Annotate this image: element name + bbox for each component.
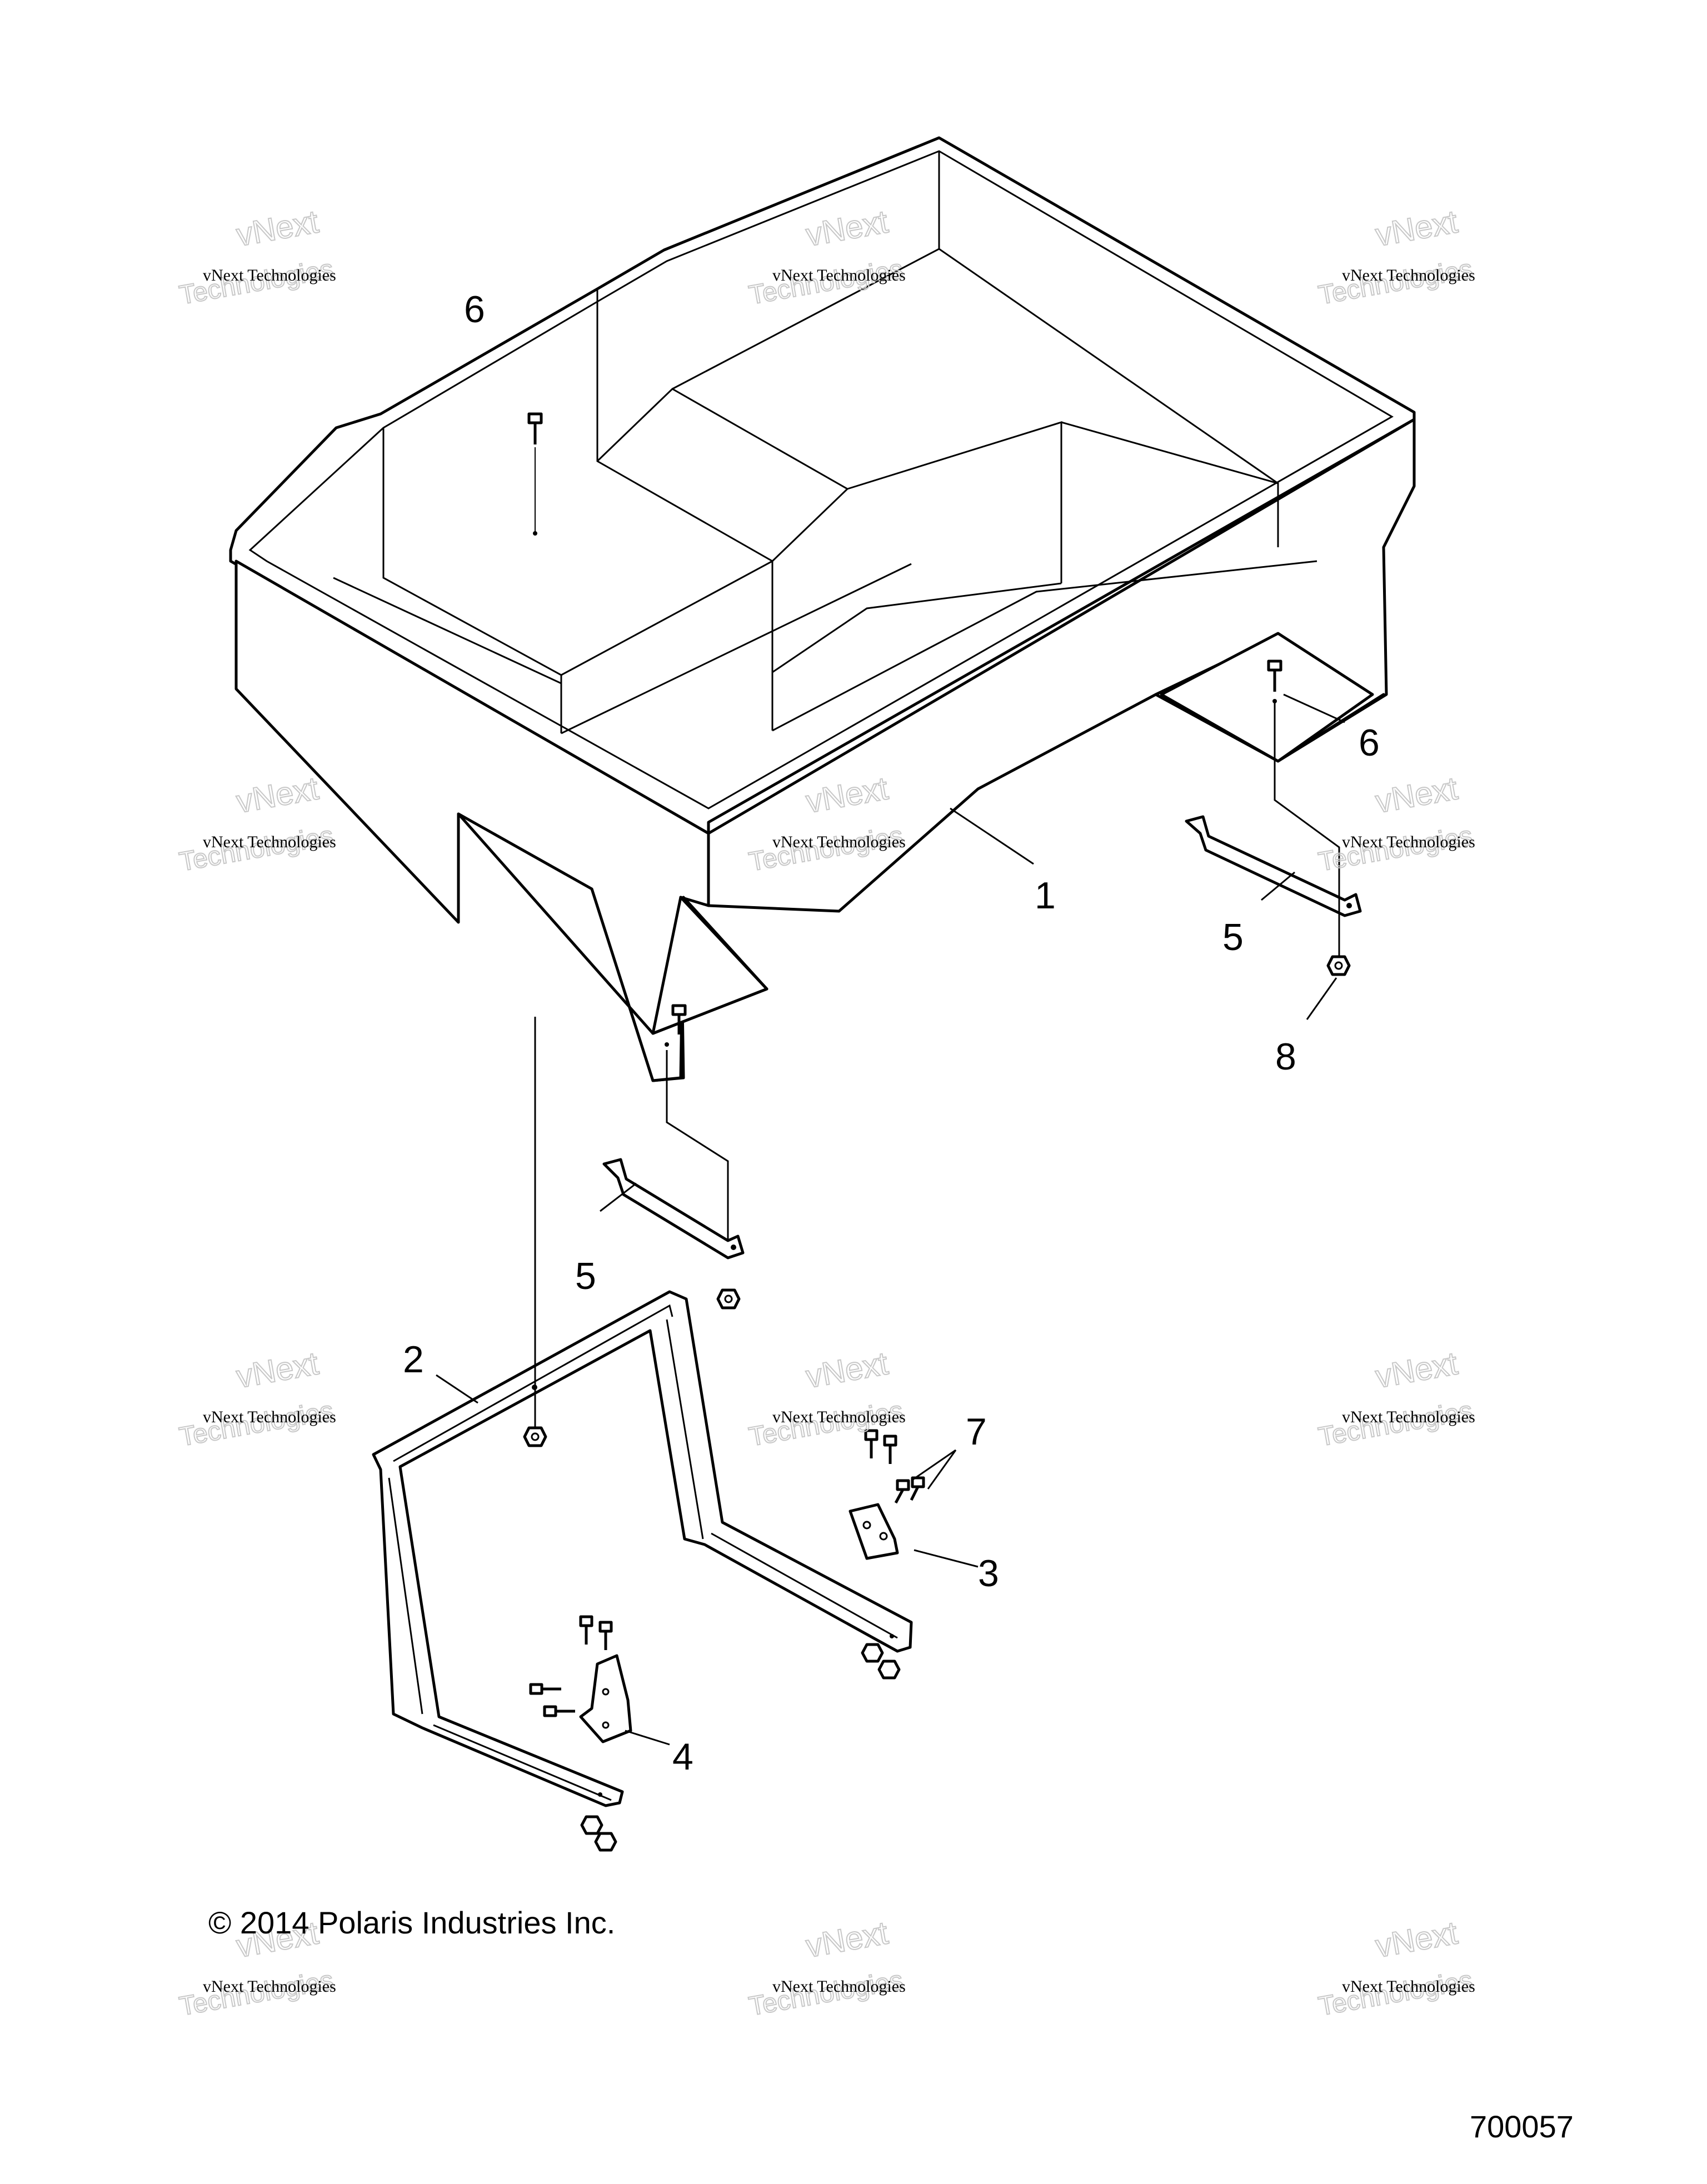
- watermark-brand: vNext: [234, 770, 321, 820]
- callout-2: 2: [403, 1338, 424, 1381]
- angle-bracket-4: [579, 1654, 632, 1743]
- bracket-5-right: [1185, 815, 1362, 917]
- watermark-text: vNext Technologies: [203, 266, 336, 284]
- figure-number: 700057: [1470, 2109, 1574, 2144]
- watermark-brand: vNext: [803, 1345, 891, 1395]
- watermark-brand: vNext: [234, 203, 321, 253]
- nut-frame-center: [523, 1426, 547, 1447]
- nuts-under-bracket: [580, 1815, 617, 1852]
- watermark-text: vNext Technologies: [772, 833, 906, 851]
- mount-plate-3: [848, 1503, 899, 1560]
- bolt-6-right: [1267, 659, 1282, 703]
- watermark-brand: vNext: [1373, 203, 1460, 253]
- callout-1: 1: [1035, 874, 1056, 917]
- cargo-box: [229, 136, 1416, 1082]
- watermark-brand: vNext: [234, 1345, 321, 1395]
- assembly-lines: [534, 703, 1340, 1428]
- bolt-6-upper: [527, 412, 543, 536]
- watermark-text: vNext Technologies: [203, 1977, 336, 1996]
- leader-lines: [436, 693, 1345, 1746]
- support-frame: [372, 1290, 913, 1807]
- nut-8: [1326, 955, 1351, 976]
- watermark-brand: vNext: [1373, 1345, 1460, 1395]
- callout-3: 3: [978, 1552, 999, 1595]
- watermark-text: vNext Technologies: [1342, 266, 1475, 284]
- watermark-text: vNext Technologies: [1342, 833, 1475, 851]
- watermark-text: vNext Technologies: [1342, 1408, 1475, 1426]
- watermark-brand: vNext: [1373, 770, 1460, 820]
- watermark-brand: vNext: [1373, 1915, 1460, 1965]
- bolts-4: [529, 1615, 613, 1717]
- watermark-text: vNext Technologies: [772, 1977, 906, 1996]
- nuts-under-plate: [861, 1643, 901, 1680]
- watermark-text: vNext Technologies: [203, 833, 336, 851]
- callout-5-right: 5: [1222, 916, 1244, 958]
- bolt-left-foot: [665, 1004, 687, 1047]
- copyright-notice: © 2014 Polaris Industries Inc.: [208, 1905, 616, 1940]
- callout-6-right: 6: [1359, 722, 1380, 764]
- callout-6-upper: 6: [464, 288, 485, 331]
- callout-7: 7: [966, 1411, 987, 1453]
- nut-left-bracket: [716, 1288, 741, 1310]
- watermark-text: vNext Technologies: [772, 1408, 906, 1426]
- bracket-5-left: [602, 1158, 745, 1260]
- callout-8: 8: [1275, 1036, 1296, 1078]
- watermark-brand: vNext: [803, 1915, 891, 1965]
- bolts-7: [864, 1429, 925, 1504]
- callout-labels: 1 2 3 4 5 5 6 6 7 8: [403, 288, 1380, 1778]
- callout-4: 4: [672, 1736, 693, 1778]
- watermark-text: vNext Technologies: [1342, 1977, 1475, 1996]
- watermark-text: vNext Technologies: [203, 1408, 336, 1426]
- watermark-text: vNext Technologies: [772, 266, 906, 284]
- callout-5-left: 5: [575, 1255, 596, 1297]
